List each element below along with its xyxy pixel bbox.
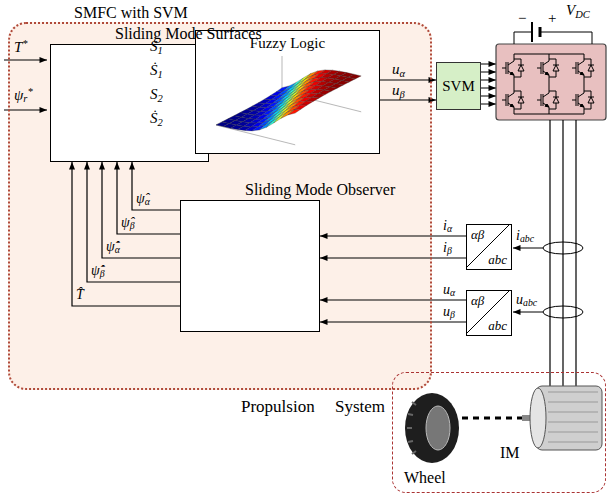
plot-axis xyxy=(216,125,295,145)
signal-label: ψ̂α xyxy=(136,191,150,208)
induction-motor xyxy=(522,386,602,450)
inverter xyxy=(496,44,606,120)
surface-plot xyxy=(202,55,375,151)
node-label: Sliding Mode Observer xyxy=(245,181,329,199)
surface-patch xyxy=(259,121,272,129)
connector xyxy=(380,79,436,80)
annotation-label: VDC xyxy=(566,2,590,21)
connector xyxy=(320,299,466,300)
node-label: Sliding Mode Surfaces xyxy=(115,25,262,43)
signal-label: uβ xyxy=(443,304,455,321)
connector xyxy=(72,162,180,306)
connector xyxy=(320,235,466,236)
node-label: Fuzzy Logic xyxy=(196,34,379,52)
node-sublabel: abc xyxy=(488,252,507,267)
signal-label: uβ xyxy=(392,82,405,101)
node-label: SVM xyxy=(442,78,475,95)
signal-label: Ṡ2 xyxy=(150,110,163,129)
connector xyxy=(320,257,466,258)
connector xyxy=(87,162,180,282)
connector xyxy=(380,99,436,100)
annotation-label: uabc xyxy=(516,292,537,309)
transform-box: αβabc xyxy=(466,224,512,270)
signal-label: iβ xyxy=(443,240,452,257)
surface-patch xyxy=(281,110,294,119)
node-sublabel: abc xyxy=(488,318,507,333)
surface-patch xyxy=(266,117,279,128)
signal-label: ψ̂β xyxy=(121,215,135,232)
node-label: SMFC with SVM xyxy=(74,4,188,22)
sensors xyxy=(513,242,583,318)
annotation-label: IM xyxy=(500,444,520,462)
surface-patch xyxy=(306,97,319,101)
signal-label: S2 xyxy=(150,86,163,105)
wheel xyxy=(405,393,459,463)
annotation-label: + xyxy=(548,10,556,27)
annotation-label: − xyxy=(518,10,526,27)
plot-axis xyxy=(216,92,282,125)
signal-label: T̂ xyxy=(76,287,84,303)
svm-box: SVM xyxy=(436,62,481,110)
signal-label: ψ̂̇α xyxy=(106,239,120,256)
process-box: Sliding Mode Surfaces xyxy=(50,44,209,162)
connector xyxy=(320,321,466,322)
annotation-label: Wheel xyxy=(404,469,446,487)
node-label: αβ xyxy=(471,293,484,308)
transform-box: αβabc xyxy=(466,290,512,336)
motor-cables xyxy=(550,120,576,392)
annotation-label: ψr* xyxy=(14,86,33,105)
shaft-link xyxy=(462,417,522,420)
controller-region: SMFC with SVMSliding Mode SurfacesFuzzy … xyxy=(8,22,432,390)
signal-label: uα xyxy=(443,282,455,299)
connector xyxy=(117,162,180,234)
node-label: αβ xyxy=(471,227,484,242)
annotation-label: iabc xyxy=(516,228,534,245)
signal-label: ψ̂̇β xyxy=(91,263,105,280)
surface-patch xyxy=(274,113,287,124)
surface-patch xyxy=(288,109,301,115)
region-fill xyxy=(8,22,432,390)
surface-patch xyxy=(300,101,313,105)
signal-label: S1 xyxy=(150,38,163,57)
fuzzy-box: Fuzzy Logic xyxy=(195,30,380,154)
node-label: Propulsion System xyxy=(193,397,385,417)
plot-axis xyxy=(282,56,283,92)
annotation-label: T* xyxy=(14,38,28,56)
observer-box: Sliding Mode Observer xyxy=(180,200,320,332)
signal-label: Ṡ1 xyxy=(150,62,163,81)
connector xyxy=(132,162,180,210)
signal-label: iα xyxy=(443,218,452,235)
signal-label: uα xyxy=(392,61,405,80)
input-arrows xyxy=(4,60,47,110)
connector xyxy=(102,162,180,258)
